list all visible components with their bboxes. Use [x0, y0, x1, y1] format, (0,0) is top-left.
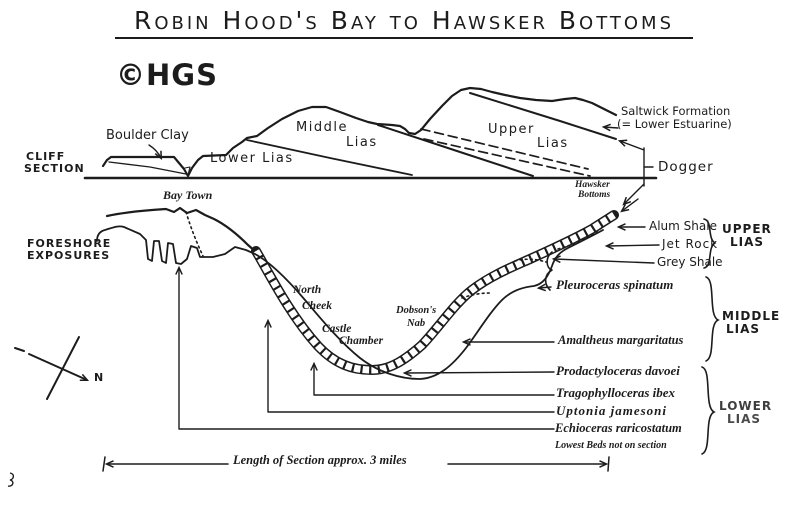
- middle-lias-label-line1: Middle: [296, 120, 348, 135]
- watermark-hgs: ©HGS: [116, 58, 218, 92]
- foreshore-exposures-label-line2: EXPOSURES: [27, 249, 111, 262]
- baytown-dotted: [185, 211, 204, 257]
- zone-prodactyloceras-davoei: Prodactyloceras davoei: [556, 363, 680, 378]
- compass-north-arrow: [28, 353, 90, 382]
- middle-lias-label-line2: Lias: [346, 135, 378, 150]
- compass-north-label: N: [94, 371, 104, 384]
- saltwick-base: [469, 92, 617, 140]
- zone-tragophylloceras-ibex: Tragophylloceras ibex: [556, 385, 676, 400]
- castle-chamber-label-line2: Chamber: [339, 335, 384, 347]
- bay-town-label: Bay Town: [163, 188, 213, 202]
- saltwick-formation-label-line2: (= Lower Estuarine): [617, 117, 732, 131]
- dogger-label: Dogger: [658, 159, 714, 175]
- pleuroceras-arrow: [536, 283, 552, 292]
- dotted-2: [514, 258, 547, 263]
- hawsker-bottoms-label-line2: Bottoms: [578, 190, 611, 200]
- jet-rock-arrow: [604, 241, 660, 250]
- lower-middle-boundary: [246, 139, 413, 176]
- north-cheek-label-line1: North: [293, 284, 322, 296]
- dobsons-nab-label-line2: Nab: [407, 318, 426, 329]
- outcrop-band-rungs: [252, 212, 616, 374]
- hawsker-bottoms-arrow: [620, 198, 639, 213]
- dogger-arrow-bottom: [622, 183, 645, 206]
- north-cheek-label-line2: Cheek: [302, 300, 333, 312]
- scale-left-tick: [102, 456, 106, 472]
- middle-upper-boundary: [377, 124, 534, 177]
- lias-group-braces: [701, 218, 720, 455]
- figure-title: Robin Hood's Bay to Hawsker Bottoms: [115, 7, 693, 40]
- lower-lias-group-label-line2: LIAS: [727, 412, 762, 426]
- uptonia-arrow: [264, 318, 555, 413]
- echioceras-arrow: [175, 265, 555, 430]
- boulder-clay-label: Boulder Clay: [106, 128, 189, 143]
- cliff-section-label-line2: SECTION: [24, 162, 85, 175]
- dashed-boundary-2: [423, 138, 591, 177]
- hawsker-bottoms-label-line1: Hawsker: [575, 180, 610, 190]
- upper-lias-group-label-line1: UPPER: [722, 222, 772, 236]
- foreshore-drawing: [96, 206, 619, 380]
- zone-pleuroceras-spinatum: Pleuroceras spinatum: [556, 277, 674, 292]
- prodactyloceras-arrow: [402, 369, 555, 377]
- jet-rock-label: Jet Rock: [662, 237, 719, 251]
- dotted-3: [557, 225, 605, 250]
- dashed-boundary-1: [420, 128, 589, 170]
- compass-cross-line: [46, 336, 80, 400]
- castle-chamber-label-line1: Castle: [322, 323, 352, 335]
- scale-bar: [102, 456, 610, 472]
- alum-shale-label: Alum Shale: [649, 219, 717, 233]
- upper-lias-group-label-line2: LIAS: [730, 235, 765, 249]
- lower-lias-label: Lower Lias: [210, 151, 294, 166]
- grey-shale-label: Grey Shale: [657, 255, 723, 269]
- lower-lias-brace: [701, 366, 716, 455]
- leader-arrows: [148, 123, 660, 430]
- notch-tick: [184, 166, 191, 176]
- zone-echioceras-raricostatum: Echioceras raricostatum: [555, 421, 682, 435]
- cliff-section-drawing: [83, 86, 658, 180]
- boulder-clay-base: [108, 161, 187, 175]
- foreshore-outer-line: [96, 225, 604, 380]
- compass-dash: [14, 347, 25, 352]
- coast-line: [105, 206, 258, 254]
- zone-amaltheus-margaritatus: Amaltheus margaritatus: [558, 333, 684, 347]
- saltwick-arrow: [601, 123, 619, 132]
- dotted-1: [461, 292, 491, 299]
- foreshore-exposures-label-line1: FORESHORE: [27, 237, 112, 250]
- scale-length-label: Length of Section approx. 3 miles: [233, 453, 407, 467]
- scale-right-tick: [607, 456, 610, 472]
- lowest-beds-note: Lowest Beds not on section: [555, 440, 667, 451]
- middle-lias-brace: [705, 276, 720, 362]
- pleuroceras-hook: [544, 251, 553, 291]
- saltwick-formation-label-line1: Saltwick Formation: [621, 104, 731, 118]
- dobsons-nab-label-line1: Dobson's: [396, 305, 437, 316]
- upper-lias-label-line2: Lias: [537, 136, 569, 151]
- cliff-section-label-line1: CLIFF: [26, 150, 66, 163]
- cliff-profile: [101, 86, 618, 178]
- upper-lias-brace: [703, 218, 717, 269]
- zone-uptonia-jamesoni: Uptonia jamesoni: [556, 403, 667, 418]
- pen-squiggle: [7, 472, 15, 487]
- upper-lias-label-line1: Upper: [488, 122, 535, 137]
- middle-lias-group-label-line1: MIDDLE: [722, 309, 781, 323]
- compass-rose: [14, 336, 90, 400]
- middle-lias-group-label-line2: LIAS: [726, 322, 761, 336]
- lower-lias-group-label-line1: LOWER: [719, 399, 773, 413]
- dogger-arrow-top: [617, 139, 645, 151]
- tragophylloceras-arrow: [310, 361, 555, 396]
- grey-shale-arrow: [551, 255, 655, 264]
- boulder-clay-arrow: [148, 144, 163, 161]
